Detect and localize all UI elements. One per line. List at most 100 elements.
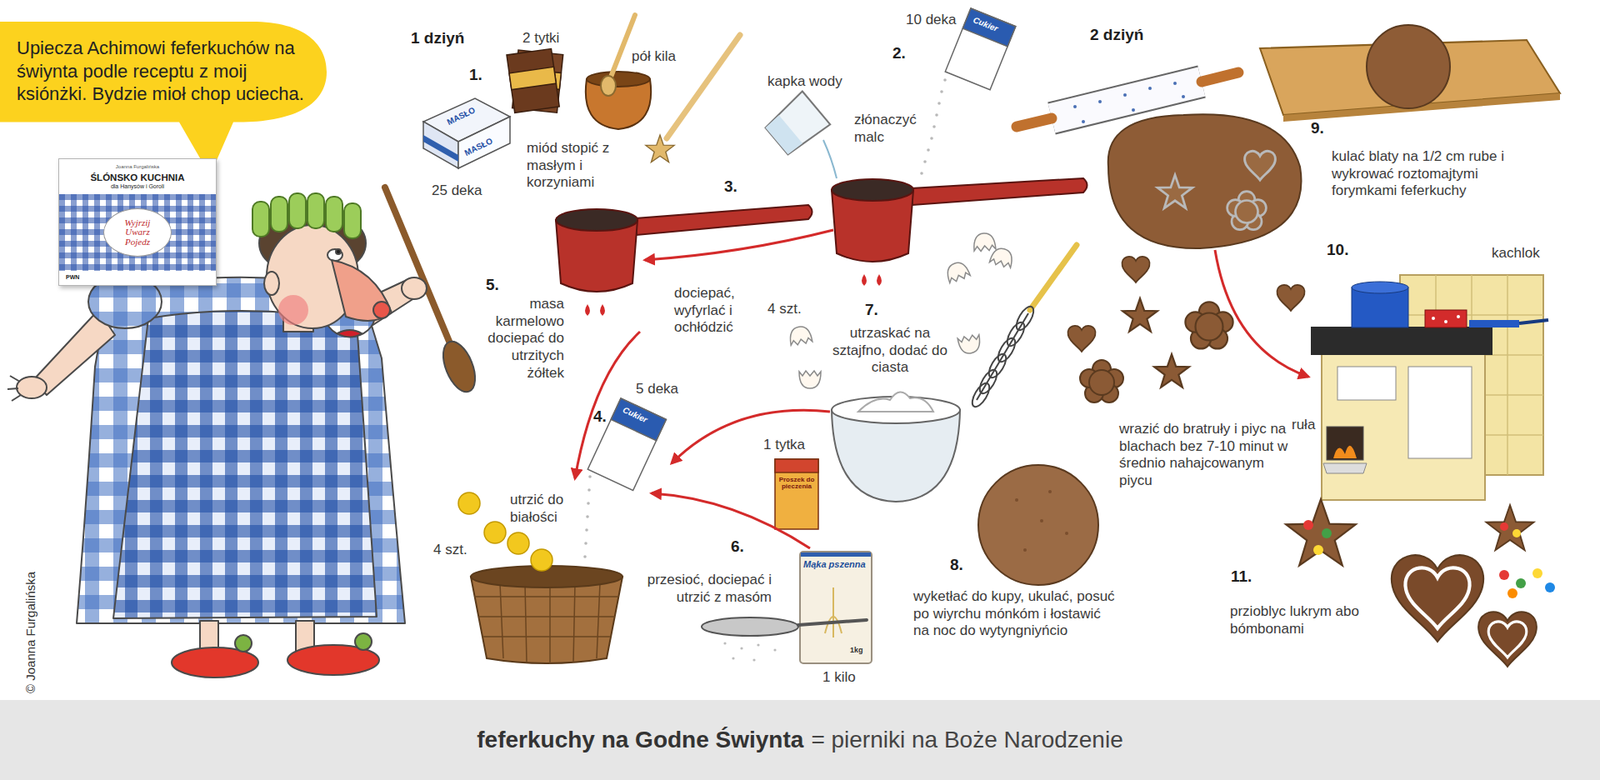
rolling-pin bbox=[1173, 81, 1177, 85]
cook-figure bbox=[270, 196, 288, 232]
cook-figure bbox=[436, 336, 482, 396]
decorated-cookie bbox=[1405, 567, 1470, 629]
cook-figure bbox=[373, 301, 390, 319]
step-number: 9. bbox=[1310, 118, 1325, 138]
decorated-cookie bbox=[1532, 568, 1543, 579]
cook-figure bbox=[325, 196, 343, 232]
sugar-stream bbox=[585, 528, 589, 532]
rolled-dough bbox=[1227, 191, 1267, 230]
cook-figure bbox=[335, 249, 341, 255]
rolling-pin bbox=[1073, 81, 1185, 124]
water-glass bbox=[762, 91, 830, 159]
rolled-dough bbox=[1157, 175, 1193, 209]
mixing-bowl bbox=[858, 391, 934, 412]
sugar-bag bbox=[587, 398, 666, 491]
cook-figure bbox=[235, 635, 252, 652]
package-text: MASŁO bbox=[445, 105, 477, 127]
speech-text: Upiecza Achimowi feferkuchów na świynta … bbox=[16, 36, 309, 106]
stirring-stick bbox=[666, 35, 740, 139]
sugar-stream bbox=[940, 90, 944, 94]
sugar-bag bbox=[587, 398, 666, 491]
sugar-stream bbox=[587, 488, 591, 492]
egg-yolk bbox=[484, 521, 506, 544]
butter-package bbox=[423, 135, 459, 162]
book-subtitle: dla Hanysów i Goroli bbox=[59, 183, 216, 190]
cook-figure bbox=[401, 277, 427, 300]
spice-packet bbox=[506, 48, 560, 113]
process-arrow bbox=[575, 230, 1309, 549]
book-cover: Joanna FurgalińskaŚLÓNSKO KUCHNIAdla Han… bbox=[58, 158, 217, 286]
caption-term: feferkuchy na Godne Świynta bbox=[476, 726, 804, 754]
gingerbread-cookie bbox=[1276, 285, 1305, 311]
tiled-stove bbox=[1326, 426, 1364, 460]
process-arrow bbox=[575, 331, 640, 479]
rolling-pin bbox=[1051, 81, 1202, 119]
process-arrow bbox=[645, 230, 834, 260]
tiled-stove bbox=[1519, 320, 1549, 324]
step-number: 2. bbox=[892, 43, 906, 63]
rolling-pin bbox=[1123, 93, 1127, 97]
step-instruction: złónaczyć malc bbox=[854, 111, 938, 146]
rolling-pin bbox=[1016, 72, 1239, 127]
step-number: 1. bbox=[469, 65, 483, 85]
rolled-dough bbox=[1245, 150, 1276, 180]
decorated-cookie bbox=[1500, 522, 1509, 531]
rolling-pin bbox=[1201, 72, 1239, 82]
sugar-stream bbox=[584, 541, 588, 545]
tiled-stove bbox=[1337, 366, 1396, 400]
sieve bbox=[723, 641, 726, 645]
step-number: 5. bbox=[485, 275, 500, 295]
rolling-pin bbox=[1148, 86, 1152, 90]
decorated-cookie bbox=[1321, 528, 1332, 539]
tiled-stove bbox=[1323, 463, 1367, 474]
wicker-basket bbox=[474, 583, 620, 664]
quantity-label: 1 kilo bbox=[822, 669, 856, 687]
rolling-pin bbox=[1181, 95, 1185, 99]
gingerbread-cookie bbox=[1122, 298, 1158, 332]
package-text: Mąka pszenna bbox=[803, 560, 869, 570]
sieve bbox=[701, 617, 799, 636]
sugar-stream bbox=[926, 148, 930, 152]
honey-pot bbox=[586, 71, 650, 87]
decorated-cookie bbox=[1515, 578, 1526, 589]
gingerbread-cookie bbox=[1067, 256, 1305, 403]
decorated-cookie bbox=[1488, 621, 1527, 658]
quantity-label: 25 deka bbox=[431, 182, 483, 200]
cook-figure bbox=[327, 249, 343, 261]
sugar-stream bbox=[920, 171, 924, 175]
cook-figure bbox=[331, 260, 392, 321]
step-number: 8. bbox=[950, 555, 964, 575]
tiled-stove bbox=[1431, 315, 1460, 324]
cook-figure bbox=[278, 295, 309, 325]
sieve bbox=[773, 648, 776, 651]
package-text: MASŁO bbox=[463, 136, 495, 158]
decorated-cookie bbox=[1478, 611, 1537, 667]
stirring-stick bbox=[645, 135, 675, 163]
quantity-label: 1 tytka bbox=[763, 436, 805, 455]
step-number: 10. bbox=[1326, 240, 1349, 260]
sugar-stream bbox=[930, 136, 934, 140]
saucepan bbox=[831, 178, 1088, 262]
butter-package bbox=[423, 98, 510, 169]
cook-figure bbox=[385, 187, 450, 344]
water-drip bbox=[823, 140, 837, 179]
package-text: Cukier bbox=[621, 405, 650, 425]
wicker-basket bbox=[470, 576, 623, 664]
saucepan bbox=[831, 179, 914, 201]
process-arrow bbox=[671, 410, 830, 464]
tiled-stove bbox=[1469, 320, 1520, 328]
sieve bbox=[752, 658, 755, 661]
cook-figure bbox=[307, 193, 325, 229]
honey-pot bbox=[608, 15, 635, 84]
step-instruction: kulać blaty na 1/2 cm rube i wykrować ro… bbox=[1331, 148, 1542, 200]
day-heading: 1 dziyń bbox=[410, 28, 465, 48]
process-arrow bbox=[1215, 250, 1309, 377]
flour-bag bbox=[800, 551, 872, 664]
step-instruction: przesioć, dociepać i utrzić z masóm bbox=[626, 571, 772, 606]
dough-ball bbox=[1048, 490, 1052, 494]
saucepan bbox=[555, 209, 638, 231]
decorated-cookie bbox=[1499, 570, 1510, 580]
speech-bubble: Upiecza Achimowi feferkuchów na świynta … bbox=[0, 21, 327, 123]
butter-package bbox=[458, 116, 510, 169]
